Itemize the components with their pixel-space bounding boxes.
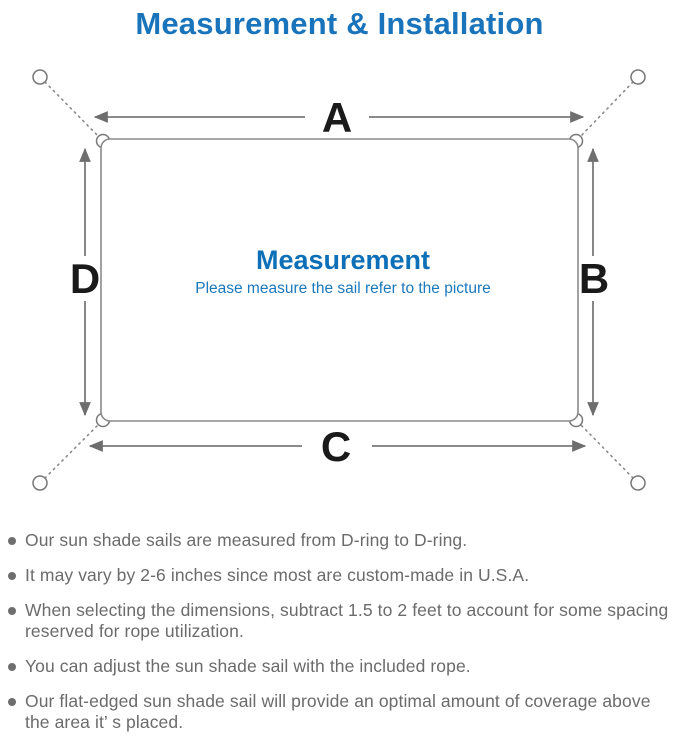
rope-dashed-line-top-right [578, 81, 634, 139]
anchor-point-icon-bottom-left [32, 475, 48, 491]
bullet-icon [8, 607, 16, 615]
notes-list: Our sun shade sails are measured from D-… [0, 530, 679, 733]
rope-dashed-line-bottom-left [44, 422, 101, 479]
rope-dashed-line-top-left [44, 81, 101, 139]
dimension-label-b: B [579, 255, 609, 302]
list-item: You can adjust the sun shade sail with t… [8, 656, 675, 677]
dimension-label-c: C [321, 423, 351, 470]
note-text-line: Our flat-edged sun shade sail will provi… [25, 691, 651, 711]
note-text-line: the area it’ s placed. [25, 712, 184, 732]
note-text-line: When selecting the dimensions, subtract … [25, 600, 669, 620]
bullet-icon [8, 698, 16, 706]
list-item: Our sun shade sails are measured from D-… [8, 530, 675, 551]
note-text-line: You can adjust the sun shade sail with t… [25, 656, 471, 676]
list-item: It may vary by 2-6 inches since most are… [8, 565, 675, 586]
dimension-label-a: A [322, 94, 352, 141]
anchor-point-icon-top-left [32, 69, 48, 85]
note-text-line: reserved for rope utilization. [25, 621, 244, 641]
bullet-icon [8, 537, 16, 545]
diagram-center-subheading: Please measure the sail refer to the pic… [195, 280, 491, 297]
diagram-center-heading: Measurement [256, 245, 430, 275]
list-item: When selecting the dimensions, subtract … [8, 600, 675, 642]
note-text-line: It may vary by 2-6 inches since most are… [25, 565, 530, 585]
page-title: Measurement & Installation [135, 6, 544, 41]
bullet-icon [8, 572, 16, 580]
anchor-point-icon-top-right [630, 69, 646, 85]
dimension-label-d: D [70, 255, 100, 302]
note-text-line: Our sun shade sails are measured from D-… [25, 530, 468, 550]
shade-sail-rectangle [100, 138, 579, 422]
bullet-icon [8, 663, 16, 671]
anchor-point-icon-bottom-right [630, 475, 646, 491]
list-item: Our flat-edged sun shade sail will provi… [8, 691, 675, 733]
measurement-diagram: A B C D Measurement Please measure the s… [32, 69, 646, 491]
rope-dashed-line-bottom-right [578, 422, 634, 479]
